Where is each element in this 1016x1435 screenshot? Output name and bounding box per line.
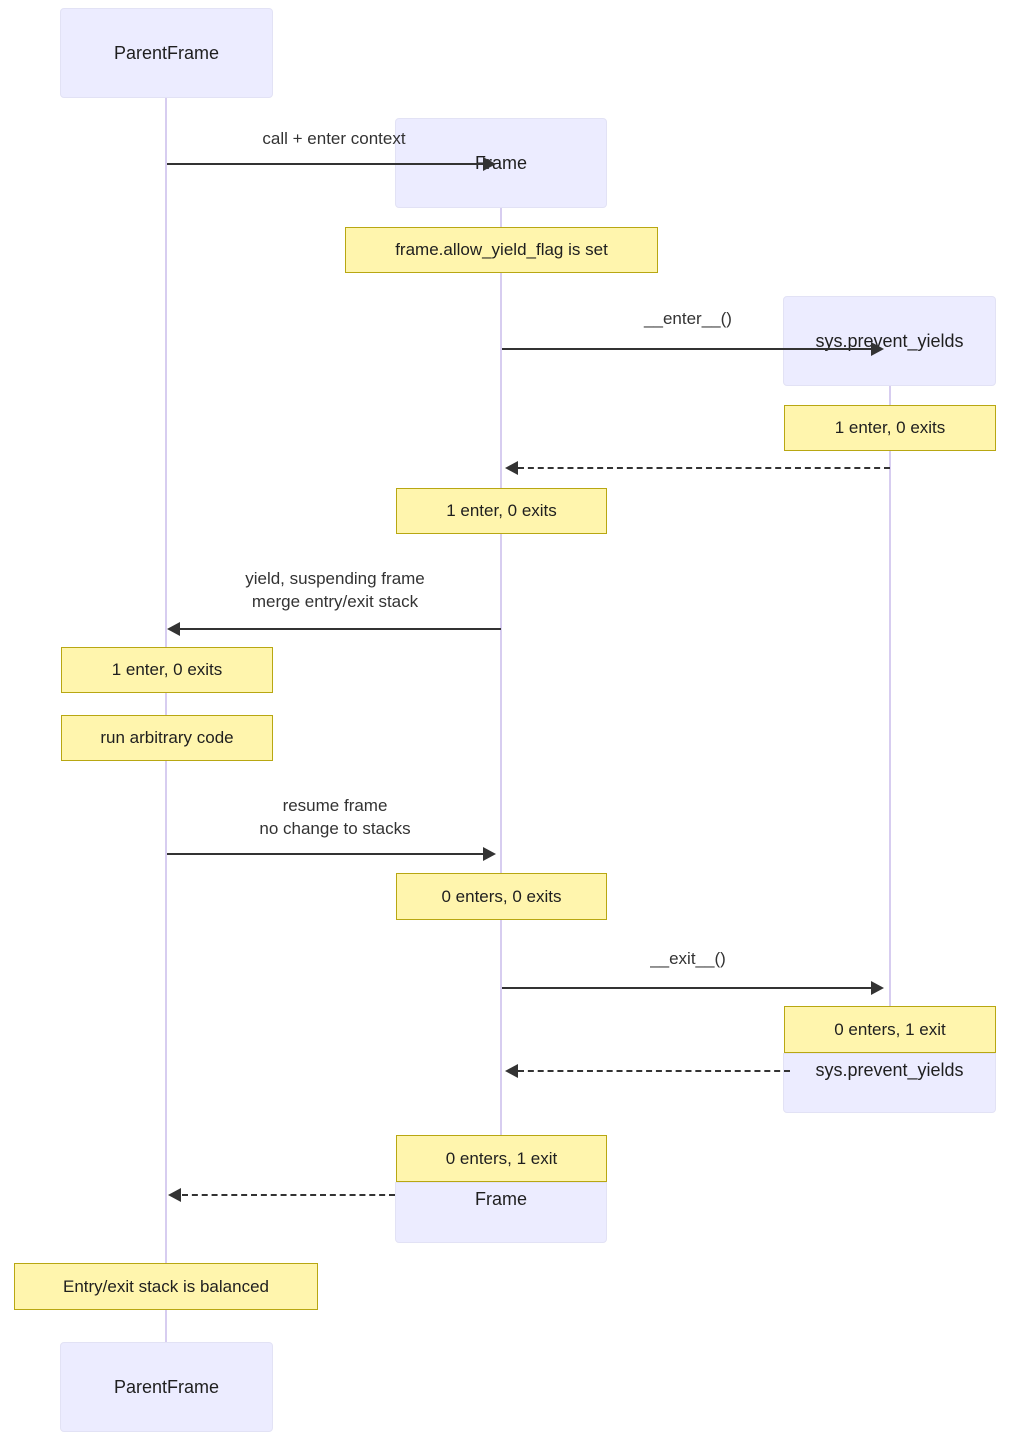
message-arrowhead-exit-call [871, 981, 884, 995]
message-line-call-enter-context [167, 163, 483, 165]
message-label-line1: resume frame [282, 796, 388, 815]
message-label-line2: no change to stacks [259, 818, 411, 838]
message-line-resume-frame [167, 853, 483, 855]
note-run-arbitrary-code: run arbitrary code [61, 715, 273, 761]
message-arrowhead-return-to-parent [168, 1188, 181, 1202]
note-frame-allow-yield-flag: frame.allow_yield_flag is set [345, 227, 658, 273]
message-arrowhead-resume-frame [483, 847, 496, 861]
participant-parentframe-top[interactable]: ParentFrame [60, 8, 273, 98]
message-line-return-to-parent [182, 1194, 395, 1196]
message-line-return-from-enter [518, 467, 890, 469]
note-sys-zero-enters-one-exit: 0 enters, 1 exit [784, 1006, 996, 1053]
lifeline-sys-prevent-yields [889, 386, 891, 1018]
message-label-line1: yield, suspending frame [245, 569, 425, 588]
note-frame-one-enter-zero-exits: 1 enter, 0 exits [396, 488, 607, 534]
note-sys-one-enter-zero-exits: 1 enter, 0 exits [784, 405, 996, 451]
note-parent-one-enter-zero-exits: 1 enter, 0 exits [61, 647, 273, 693]
note-entry-exit-stack-balanced: Entry/exit stack is balanced [14, 1263, 318, 1310]
message-line-return-from-exit [518, 1070, 790, 1072]
message-label-exit-call: __exit__() [650, 949, 726, 968]
message-label-resume-frame: resume frame no change to stacks [170, 795, 500, 841]
participant-sys-prevent-yields-top[interactable]: sys.prevent_yields [783, 296, 996, 386]
lifeline-frame [500, 208, 502, 1182]
participant-frame-bottom[interactable]: Frame [395, 1182, 607, 1243]
message-label-enter-call: __enter__() [644, 309, 732, 328]
note-frame-zero-enters-zero-exits: 0 enters, 0 exits [396, 873, 607, 920]
message-arrowhead-return-from-exit [505, 1064, 518, 1078]
message-line-enter-call [502, 348, 871, 350]
message-label-call-enter-context: call + enter context [262, 129, 406, 148]
note-frame-zero-enters-one-exit: 0 enters, 1 exit [396, 1135, 607, 1182]
message-label-yield-suspending-frame: yield, suspending frame merge entry/exit … [170, 568, 500, 614]
message-label-line2: merge entry/exit stack [251, 591, 419, 611]
message-arrowhead-yield-suspending-frame [167, 622, 180, 636]
message-line-yield-suspending-frame [180, 628, 501, 630]
message-arrowhead-enter-call [871, 342, 884, 356]
message-line-exit-call [502, 987, 871, 989]
message-arrowhead-return-from-enter [505, 461, 518, 475]
participant-sys-prevent-yields-bottom[interactable]: sys.prevent_yields [783, 1053, 996, 1113]
participant-parentframe-bottom[interactable]: ParentFrame [60, 1342, 273, 1432]
message-arrowhead-call-enter-context [483, 157, 496, 171]
